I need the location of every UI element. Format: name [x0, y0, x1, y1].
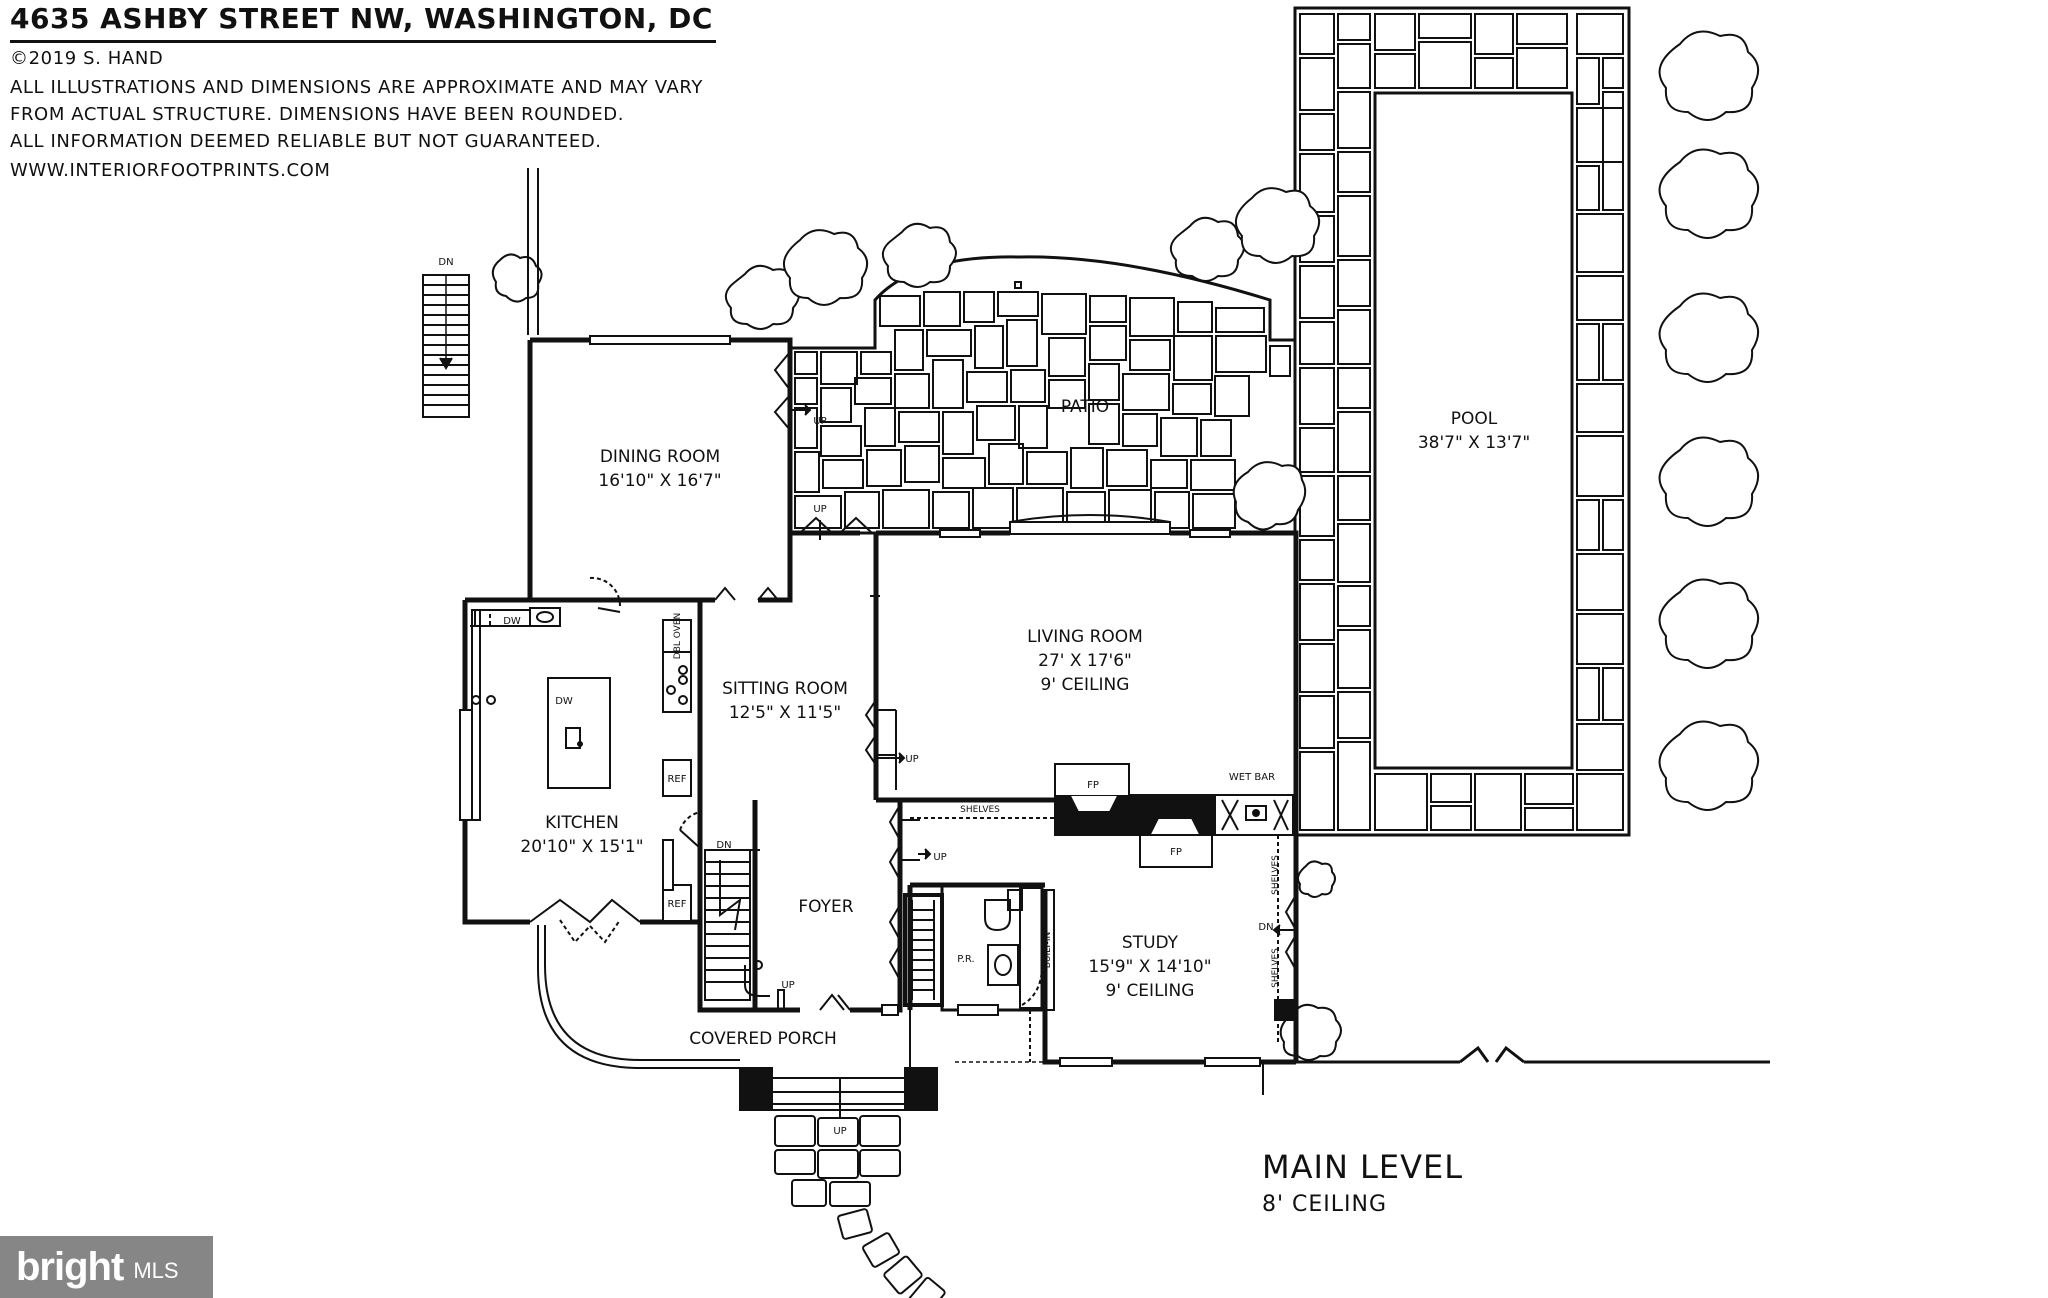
foyer-up-label: UP: [933, 852, 946, 863]
website-link[interactable]: WWW.INTERIORFOOTPRINTS.COM: [10, 160, 331, 181]
bright-mls-watermark: bright MLS: [0, 1236, 213, 1298]
watermark-brand: bright: [16, 1244, 124, 1289]
fireplace-label-2: FP: [1170, 847, 1182, 858]
disclaimer-line-3: ALL INFORMATION DEEMED RELIABLE BUT NOT …: [10, 131, 602, 152]
tree-icon: [1297, 860, 1336, 898]
tree-icon: [491, 253, 543, 303]
living-room-ceiling: 9' CEILING: [1041, 675, 1130, 695]
stair-dn-label: DN: [716, 840, 731, 851]
living-room-dims: 27' X 17'6": [1038, 651, 1132, 671]
dishwasher-label: DW: [503, 616, 521, 627]
shelves-label-right-2: SHELVES: [1271, 948, 1281, 988]
fridge-label-1: REF: [667, 774, 686, 785]
wet-bar-label: WET BAR: [1229, 772, 1275, 783]
front-walkway: [774, 1115, 946, 1298]
pool-deck: [1293, 6, 1631, 837]
living-up-label: UP: [905, 754, 918, 765]
sitting-room-name: SITTING ROOM: [722, 679, 848, 699]
level-ceiling: 8' CEILING: [1262, 1192, 1388, 1217]
fridge-label-2: REF: [667, 899, 686, 910]
kitchen-name: KITCHEN: [545, 813, 619, 833]
dining-up-label: UP: [813, 416, 826, 427]
fireplace-label-1: FP: [1087, 780, 1099, 791]
landscape-trees: [491, 30, 1759, 1061]
fireplace-block: [1054, 763, 1294, 868]
watermark-suffix: MLS: [133, 1258, 179, 1283]
plan-title: 4635 ASHBY STREET NW, WASHINGTON, DC: [10, 2, 713, 35]
pool-dims: 38'7" X 13'7": [1418, 433, 1530, 453]
exterior-stair: [422, 274, 470, 418]
title-underline: [10, 40, 716, 43]
living-room-windows: [939, 514, 1231, 538]
tree-icon: [1658, 578, 1759, 669]
patio-area: [788, 255, 1297, 535]
disclaimer-line-1: ALL ILLUSTRATIONS AND DIMENSIONS ARE APP…: [10, 77, 703, 98]
living-room-name: LIVING ROOM: [1027, 627, 1143, 647]
tree-icon: [1232, 461, 1307, 531]
dining-room-name: DINING ROOM: [600, 447, 720, 467]
shelves-label-right-1: SHELVES: [1271, 855, 1281, 895]
patio-label: PATIO: [1061, 397, 1109, 417]
tree-icon: [1658, 148, 1759, 239]
built-in-label: BUILT-IN: [1043, 932, 1053, 969]
copyright-text: ©2019 S. HAND: [10, 48, 164, 69]
porch-up-label: UP: [833, 1126, 846, 1137]
tree-icon: [1169, 216, 1245, 282]
patio-up-label: UP: [813, 504, 826, 515]
double-oven-label: DBL OVEN: [673, 613, 683, 659]
tree-icon: [1658, 436, 1759, 527]
tree-icon: [782, 229, 869, 306]
ext-stair-dn-label: DN: [438, 257, 453, 268]
study-ceiling: 9' CEILING: [1106, 981, 1195, 1001]
study-name: STUDY: [1122, 933, 1179, 953]
powder-room: [888, 883, 1044, 1062]
kitchen-fixtures: [459, 576, 692, 922]
tree-icon: [1658, 292, 1759, 383]
tree-icon: [1234, 187, 1321, 264]
disclaimer-line-2: FROM ACTUAL STRUCTURE. DIMENSIONS HAVE B…: [10, 104, 625, 125]
powder-room-label: P.R.: [957, 954, 974, 965]
study-dims: 15'9" X 14'10": [1088, 957, 1211, 977]
dining-room-dims: 16'10" X 16'7": [598, 471, 721, 491]
tree-icon: [1658, 30, 1759, 121]
shelves-label-top: SHELVES: [960, 805, 1000, 815]
interior-stair: [679, 800, 770, 1001]
pool-name: POOL: [1451, 409, 1498, 429]
stair-up-label: UP: [781, 980, 794, 991]
foyer-name: FOYER: [798, 897, 853, 917]
kitchen-dims: 20'10" X 15'1": [520, 837, 643, 857]
tree-icon: [1658, 720, 1759, 811]
island-dishwasher-label: DW: [555, 696, 573, 707]
tree-icon: [724, 264, 800, 330]
covered-porch-name: COVERED PORCH: [689, 1029, 837, 1049]
sitting-room-dims: 12'5" X 11'5": [729, 703, 841, 723]
tree-icon: [881, 222, 957, 288]
level-name: MAIN LEVEL: [1262, 1148, 1464, 1186]
study-dn-label: DN: [1258, 922, 1273, 933]
